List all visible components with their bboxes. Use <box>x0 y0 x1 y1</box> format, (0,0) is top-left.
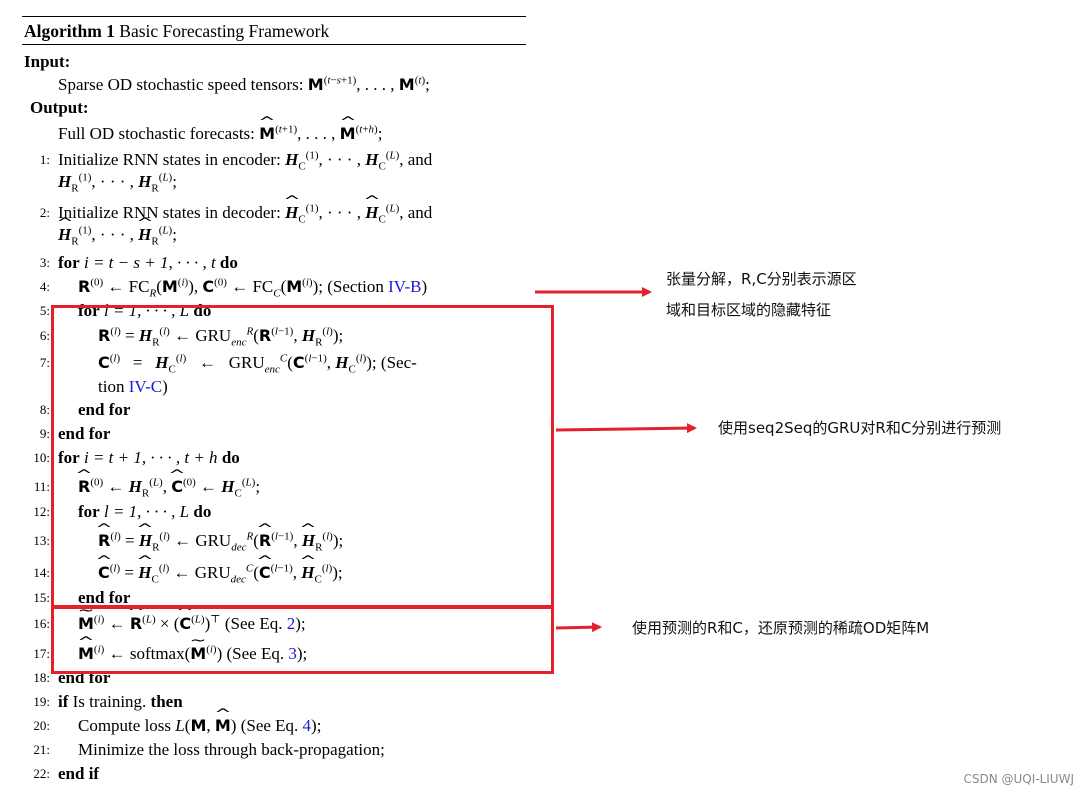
eq-link-4[interactable]: 4 <box>302 716 312 735</box>
section-link-ivc[interactable]: IV-C <box>128 377 163 396</box>
output-heading: Output: <box>30 98 89 117</box>
algorithm-body: Input: Sparse OD stochastic speed tensor… <box>22 45 526 805</box>
note-seq2seq: 使用seq2Seq的GRU对R和C分别进行预测 <box>718 419 1002 437</box>
note-tensor-decomposition-line1: 张量分解，R,C分别表示源区 <box>666 270 857 288</box>
title-rule <box>22 44 526 45</box>
algorithm-label: Algorithm 1 <box>24 21 115 41</box>
input-text: Sparse OD stochastic speed tensors: <box>58 75 304 94</box>
arrow-to-note2 <box>555 423 697 434</box>
note-reconstruct: 使用预测的R和C，还原预测的稀疏OD矩阵M <box>632 619 930 637</box>
algorithm-name: Basic Forecasting Framework <box>119 21 330 41</box>
watermark: CSDN @UQI-LIUWJ <box>963 772 1074 786</box>
algorithm-title: Algorithm 1 Basic Forecasting Framework <box>22 17 526 44</box>
arrow-to-note3 <box>555 622 602 633</box>
section-link-ivb[interactable]: IV-B <box>388 277 422 296</box>
top-rule <box>22 16 526 17</box>
input-heading: Input: <box>24 52 71 71</box>
output-text: Full OD stochastic forecasts: <box>58 124 255 143</box>
algorithm-block: Algorithm 1 Basic Forecasting Framework … <box>22 16 526 805</box>
eq-link-3[interactable]: 3 <box>288 644 297 663</box>
note-tensor-decomposition-line2: 域和目标区域的隐藏特征 <box>666 301 832 319</box>
output-description: Full OD stochastic forecasts: M(t+1), . … <box>58 123 526 145</box>
highlight-box-reconstruct <box>51 606 554 674</box>
input-description: Sparse OD stochastic speed tensors: M(t−… <box>58 74 430 94</box>
eq-link-2[interactable]: 2 <box>286 614 296 633</box>
